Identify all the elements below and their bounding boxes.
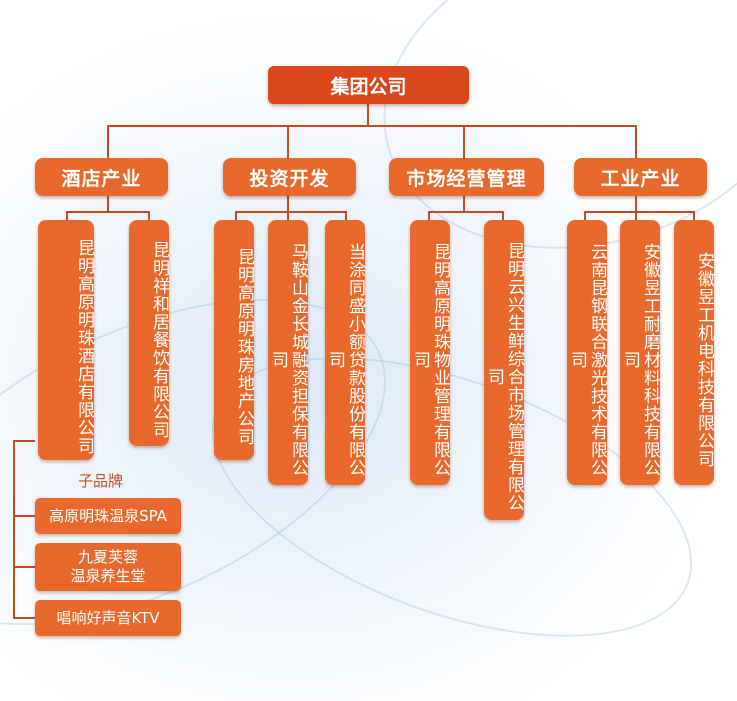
- connector-line: [235, 211, 347, 213]
- connector-line: [235, 211, 237, 221]
- sub-brand-box: 唱响好声音KTV: [35, 600, 181, 636]
- connector-line: [502, 211, 504, 221]
- connector-line: [635, 125, 637, 159]
- connector-line: [287, 196, 289, 212]
- company-box: 昆明高原明珠物业管理有限公司: [410, 220, 450, 485]
- company-box: 昆明高原明珠酒店有限公司: [38, 220, 94, 460]
- company-box: 马鞍山金长城融资担保有限公司: [268, 220, 308, 485]
- connector-line: [463, 196, 465, 212]
- company-box: 昆明高原明珠房地产公司: [214, 220, 254, 460]
- connector-line: [635, 196, 637, 212]
- root-node: 集团公司: [268, 66, 469, 104]
- connector-line: [13, 617, 35, 619]
- category-market: 市场经营管理: [389, 158, 544, 196]
- connector-line: [148, 211, 150, 221]
- connector-line: [345, 211, 347, 221]
- company-box: 昆明祥和居餐饮有限公司: [129, 220, 169, 446]
- connector-line: [287, 211, 289, 221]
- connector-line: [584, 211, 586, 221]
- connector-line: [428, 211, 430, 221]
- connector-line: [13, 440, 15, 618]
- connector-line: [693, 211, 695, 221]
- sub-brand-box: 九夏芙蓉 温泉养生堂: [35, 543, 181, 591]
- connector-line: [428, 211, 504, 213]
- connector-line: [635, 211, 637, 221]
- connector-line: [107, 125, 636, 127]
- connector-line: [13, 440, 35, 442]
- connector-line: [584, 211, 695, 213]
- connector-line: [107, 196, 109, 212]
- category-industry: 工业产业: [574, 158, 707, 196]
- category-invest: 投资开发: [223, 158, 356, 196]
- connector-line: [463, 125, 465, 159]
- company-box: 安徽昱工耐磨材料科技有限公司: [620, 220, 660, 485]
- connector-line: [66, 211, 150, 213]
- sub-brand-label: 子品牌: [78, 472, 124, 490]
- connector-line: [66, 211, 68, 221]
- connector-line: [367, 104, 369, 126]
- company-box: 昆明云兴生鲜综合市场管理有限公司: [484, 220, 524, 520]
- connector-line: [107, 125, 109, 159]
- company-box: 安徽昱工机电科技有限公司: [674, 220, 714, 485]
- company-box: 云南昆钢联合激光技术有限公司: [567, 220, 607, 485]
- connector-line: [287, 125, 289, 159]
- company-box: 当涂同盛小额贷款股份有限公司: [325, 220, 365, 485]
- sub-brand-box: 高原明珠温泉SPA: [35, 498, 181, 534]
- connector-line: [13, 515, 35, 517]
- connector-line: [13, 566, 35, 568]
- category-hotel: 酒店产业: [35, 158, 168, 196]
